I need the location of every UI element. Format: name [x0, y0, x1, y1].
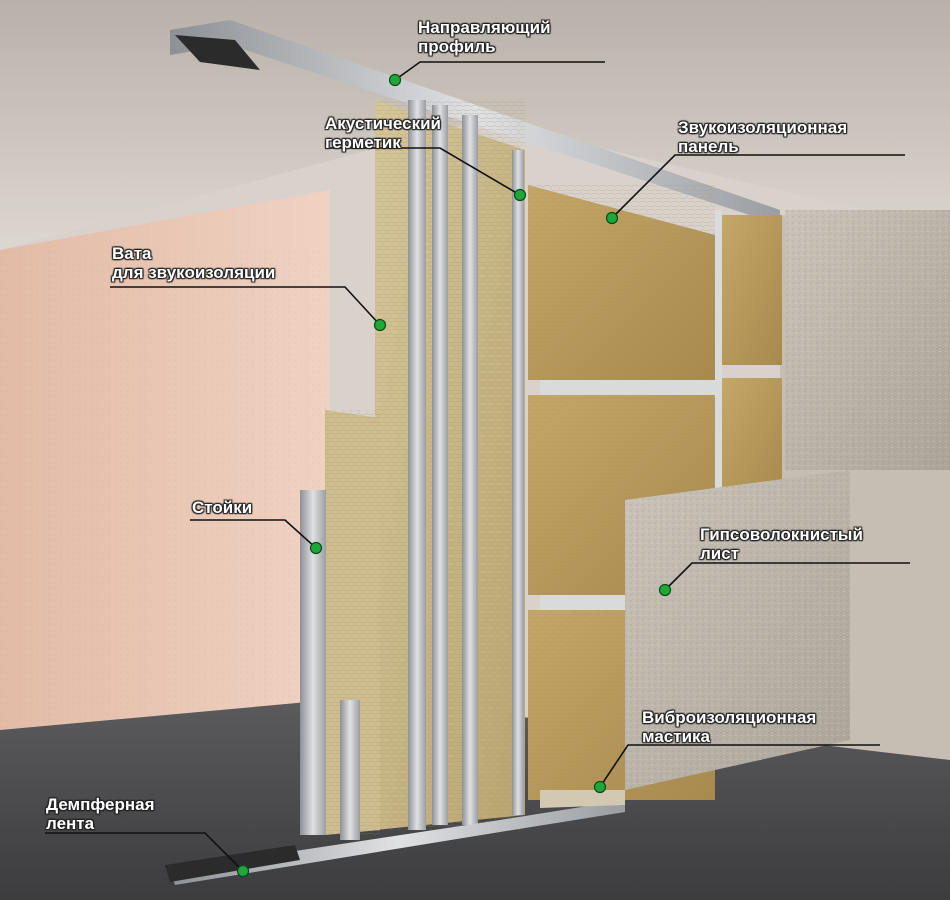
- label-guide-profile: Направляющий профиль: [418, 18, 551, 56]
- marker-mastic: [593, 780, 607, 794]
- leader-mastic: [599, 744, 880, 788]
- label-guide-profile-line2: профиль: [418, 37, 496, 56]
- markers: [236, 73, 672, 878]
- marker-sound-panel: [605, 211, 619, 225]
- marker-gypsum: [658, 583, 672, 597]
- label-wool-line1: Вата: [112, 244, 152, 263]
- stud-front: [300, 490, 326, 835]
- label-vibro-mastic-line1: Виброизоляционная: [642, 708, 817, 727]
- leader-sound-panel: [611, 154, 905, 219]
- label-damper-tape-line2: лента: [46, 814, 95, 833]
- sound-panel-right-mid: [722, 378, 782, 498]
- label-studs-line1: Стойки: [192, 498, 253, 517]
- sealant-edge-stud: [512, 150, 524, 815]
- mastic-strip: [540, 790, 625, 808]
- label-wool: Вата для звукоизоляции: [112, 244, 275, 282]
- label-vibro-mastic-line2: мастика: [642, 727, 710, 746]
- label-acoustic-sealant-line1: Акустический: [325, 114, 442, 133]
- label-damper-tape-line1: Демпферная: [46, 795, 155, 814]
- label-studs: Стойки: [192, 498, 252, 517]
- label-sound-panel-line2: панель: [678, 137, 739, 156]
- bottom-guide-profile: [170, 800, 625, 885]
- leader-acoustic-sealant: [325, 147, 521, 196]
- bottom-damper-tape: [165, 845, 300, 882]
- sound-panel-right-top: [722, 215, 782, 365]
- label-vibro-mastic: Виброизоляционная мастика: [642, 708, 816, 746]
- label-acoustic-sealant: Акустический герметик: [325, 114, 441, 152]
- marker-studs: [309, 541, 323, 555]
- top-damper-tape: [175, 35, 260, 70]
- leader-gypsum: [664, 562, 910, 591]
- label-gypsum-sheet-line1: Гипсоволокнистый: [700, 525, 863, 544]
- stud-3: [462, 115, 478, 825]
- label-guide-profile-line1: Направляющий: [418, 18, 551, 37]
- leader-damper: [45, 832, 244, 872]
- marker-acoustic-sealant: [513, 188, 527, 202]
- label-gypsum-sheet: Гипсоволокнистый лист: [700, 525, 863, 563]
- label-acoustic-sealant-line2: герметик: [325, 133, 401, 152]
- label-damper-tape: Демпферная лента: [46, 795, 155, 833]
- stud-1: [408, 100, 426, 830]
- label-sound-panel-line1: Звукоизоляционная: [678, 118, 848, 137]
- leader-lines: [45, 61, 910, 872]
- label-sound-panel: Звукоизоляционная панель: [678, 118, 847, 156]
- label-gypsum-sheet-line2: лист: [700, 544, 740, 563]
- leader-guide-profile: [394, 61, 605, 81]
- label-wool-line2: для звукоизоляции: [112, 263, 276, 282]
- marker-damper: [236, 864, 250, 878]
- marker-wool: [373, 318, 387, 332]
- stud-2: [432, 105, 448, 825]
- marker-guide-profile: [388, 73, 402, 87]
- leader-studs: [190, 519, 317, 549]
- leader-wool: [110, 286, 381, 326]
